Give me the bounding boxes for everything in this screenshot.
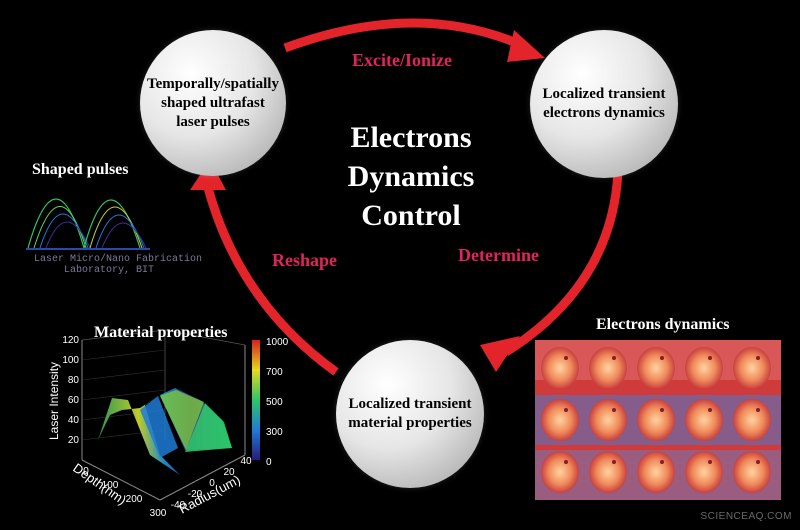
electron-dot	[564, 356, 568, 360]
center-title-line1: Electrons	[350, 121, 472, 154]
arrow-reshape	[201, 178, 339, 376]
heading-electrons-dynamics: Electrons dynamics	[596, 316, 730, 333]
electron-dot	[708, 460, 712, 464]
arrow-excite	[283, 18, 530, 53]
center-title-line2: Dynamics	[347, 160, 475, 193]
electron-blob	[589, 347, 627, 389]
node-shaped-laser-pulses-text: Temporally/spatially shaped ultrafast la…	[147, 75, 279, 130]
electron-blob	[685, 347, 723, 389]
arrow-excite-head	[507, 30, 545, 62]
center-title: Electrons Dynamics Control	[316, 118, 506, 235]
node-electrons-dynamics: Localized transient electrons dynamics	[530, 30, 678, 178]
electron-dot	[612, 356, 616, 360]
site-credit: SCIENCEAQ.COM	[700, 511, 792, 522]
node-electrons-dynamics-text: Localized transient electrons dynamics	[542, 86, 666, 121]
electron-dot	[756, 356, 760, 360]
electron-dot	[612, 408, 616, 412]
heading-material-properties: Material properties	[94, 324, 228, 341]
node-shaped-laser-pulses: Temporally/spatially shaped ultrafast la…	[140, 30, 286, 176]
electron-dot	[756, 408, 760, 412]
electron-dot	[564, 408, 568, 412]
node-material-properties-text: Localized transient material properties	[348, 396, 472, 431]
electron-dot	[612, 460, 616, 464]
electron-dot	[660, 408, 664, 412]
watermark-line2: Laboratory, BIT	[64, 265, 155, 276]
electron-dot	[708, 408, 712, 412]
electron-dot	[756, 460, 760, 464]
electron-dot	[660, 356, 664, 360]
electron-dot	[660, 460, 664, 464]
electron-blob	[685, 451, 723, 493]
electron-blob	[733, 399, 771, 441]
electron-blob	[637, 399, 675, 441]
electron-blob	[733, 451, 771, 493]
label-determine: Determine	[458, 245, 539, 265]
shaped-pulses-plot	[26, 198, 150, 250]
electron-dot	[708, 356, 712, 360]
material-properties-plot	[81, 329, 260, 501]
arrow-determine	[503, 171, 623, 356]
arrow-determine-head	[480, 336, 520, 372]
node-material-properties: Localized transient material properties	[336, 340, 484, 488]
heading-shaped-pulses: Shaped pulses	[32, 161, 129, 178]
electron-blob	[637, 347, 675, 389]
electrons-dynamics-image	[535, 340, 781, 500]
electron-blob	[589, 451, 627, 493]
electron-blob	[589, 399, 627, 441]
electron-blob	[733, 347, 771, 389]
electron-dot	[564, 460, 568, 464]
watermark-line1: Laser Micro/Nano Fabrication	[34, 254, 203, 265]
electron-blob	[541, 347, 579, 389]
label-excite-ionize: Excite/Ionize	[352, 50, 452, 70]
center-title-line3: Control	[361, 199, 461, 232]
electron-blob	[541, 399, 579, 441]
electron-blob	[685, 399, 723, 441]
label-reshape: Reshape	[272, 250, 338, 270]
electron-blob	[541, 451, 579, 493]
electron-blob	[637, 451, 675, 493]
